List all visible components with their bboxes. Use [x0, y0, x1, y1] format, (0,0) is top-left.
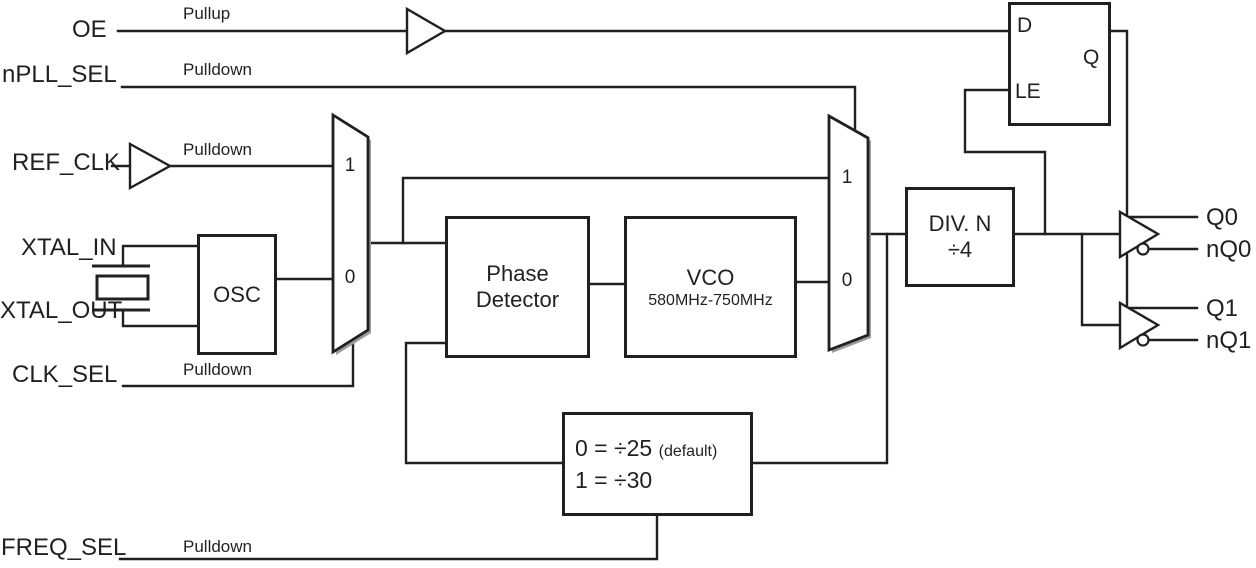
output-label-nq1: nQ1 — [1206, 327, 1252, 354]
output-label-q1: Q1 — [1206, 295, 1239, 322]
mux2-input-0-label: 0 — [841, 270, 853, 291]
annotation-clksel-pulldown: Pulldown — [183, 360, 252, 379]
osc-label: OSC — [213, 281, 261, 307]
feedback-divider-option-0: 0 = ÷25 (default) — [575, 435, 718, 461]
phase-detector-label-line1: Phase — [486, 261, 549, 286]
pin-label-xtal-out: XTAL_OUT — [0, 297, 123, 324]
wire-xtal-out — [121, 308, 199, 328]
feedback-divider-default-note: (default) — [658, 443, 718, 460]
nq1-bubble-icon — [1136, 333, 1150, 347]
wire-freq-sel — [118, 515, 659, 561]
wire-npll-sel — [120, 85, 857, 133]
mux1-input-0-label: 0 — [344, 267, 356, 288]
wire-xtal-in — [121, 244, 199, 268]
crystal-icon — [92, 264, 150, 312]
pin-label-freq-sel: FREQ_SEL — [1, 534, 127, 561]
pin-label-ref-clk: REF_CLK — [12, 149, 121, 176]
mux1-symbol — [331, 112, 370, 355]
vco-label: VCO — [686, 264, 735, 290]
oe-latch-block: D Q LE — [1008, 2, 1111, 126]
phase-detector-block: Phase Detector — [445, 216, 590, 358]
wire-feedback-tap — [751, 232, 889, 465]
div-n-label-line1: DIV. N — [928, 211, 992, 236]
pin-label-oe: OE — [72, 16, 107, 43]
refclk-buffer-icon — [128, 141, 173, 191]
pin-label-clk-sel: CLK_SEL — [12, 361, 118, 388]
nq0-bubble-icon — [1136, 242, 1150, 256]
mux2-symbol — [827, 113, 870, 353]
vco-range-label: 580MHz-750MHz — [648, 291, 773, 309]
latch-q-pin-label: Q — [1083, 46, 1100, 69]
output-label-q0: Q0 — [1206, 204, 1239, 231]
latch-le-pin-label: LE — [1015, 80, 1041, 103]
vco-block: VCO 580MHz-750MHz — [624, 216, 797, 358]
annotation-npll-pulldown: Pulldown — [183, 60, 252, 79]
pin-label-xtal-in: XTAL_IN — [21, 234, 117, 261]
wire-branch-buffer1 — [1080, 232, 1122, 327]
feedback-divider-block: 0 = ÷25 (default) 1 = ÷30 — [562, 412, 753, 516]
wire-latch-q-enable — [1109, 29, 1129, 218]
annotation-refclk-pulldown: Pulldown — [183, 140, 252, 159]
feedback-divider-option-1: 1 = ÷30 — [575, 467, 653, 493]
phase-detector-label-line2: Detector — [475, 287, 560, 312]
wire-feedback-to-pd — [404, 341, 564, 465]
wire-le — [963, 88, 1047, 236]
latch-d-pin-label: D — [1017, 14, 1033, 37]
oe-buffer-icon — [405, 6, 448, 56]
annotation-oe-pullup: Pullup — [183, 4, 231, 23]
osc-block: OSC — [197, 234, 277, 355]
output-label-nq0: nQ0 — [1206, 236, 1252, 263]
q1-buffer-icon — [1118, 300, 1161, 351]
wire-ref-branch-to-mux2 — [401, 176, 831, 245]
div-n-label-line2: ÷4 — [947, 237, 973, 262]
div-n-block: DIV. N ÷4 — [905, 187, 1015, 287]
mux2-input-1-label: 1 — [841, 167, 853, 188]
q0-buffer-icon — [1118, 209, 1161, 260]
mux1-input-1-label: 1 — [344, 155, 356, 176]
wire-clk-sel — [121, 338, 355, 388]
annotation-freqsel-pulldown: Pulldown — [183, 537, 252, 556]
pin-label-npll-sel: nPLL_SEL — [2, 61, 117, 88]
